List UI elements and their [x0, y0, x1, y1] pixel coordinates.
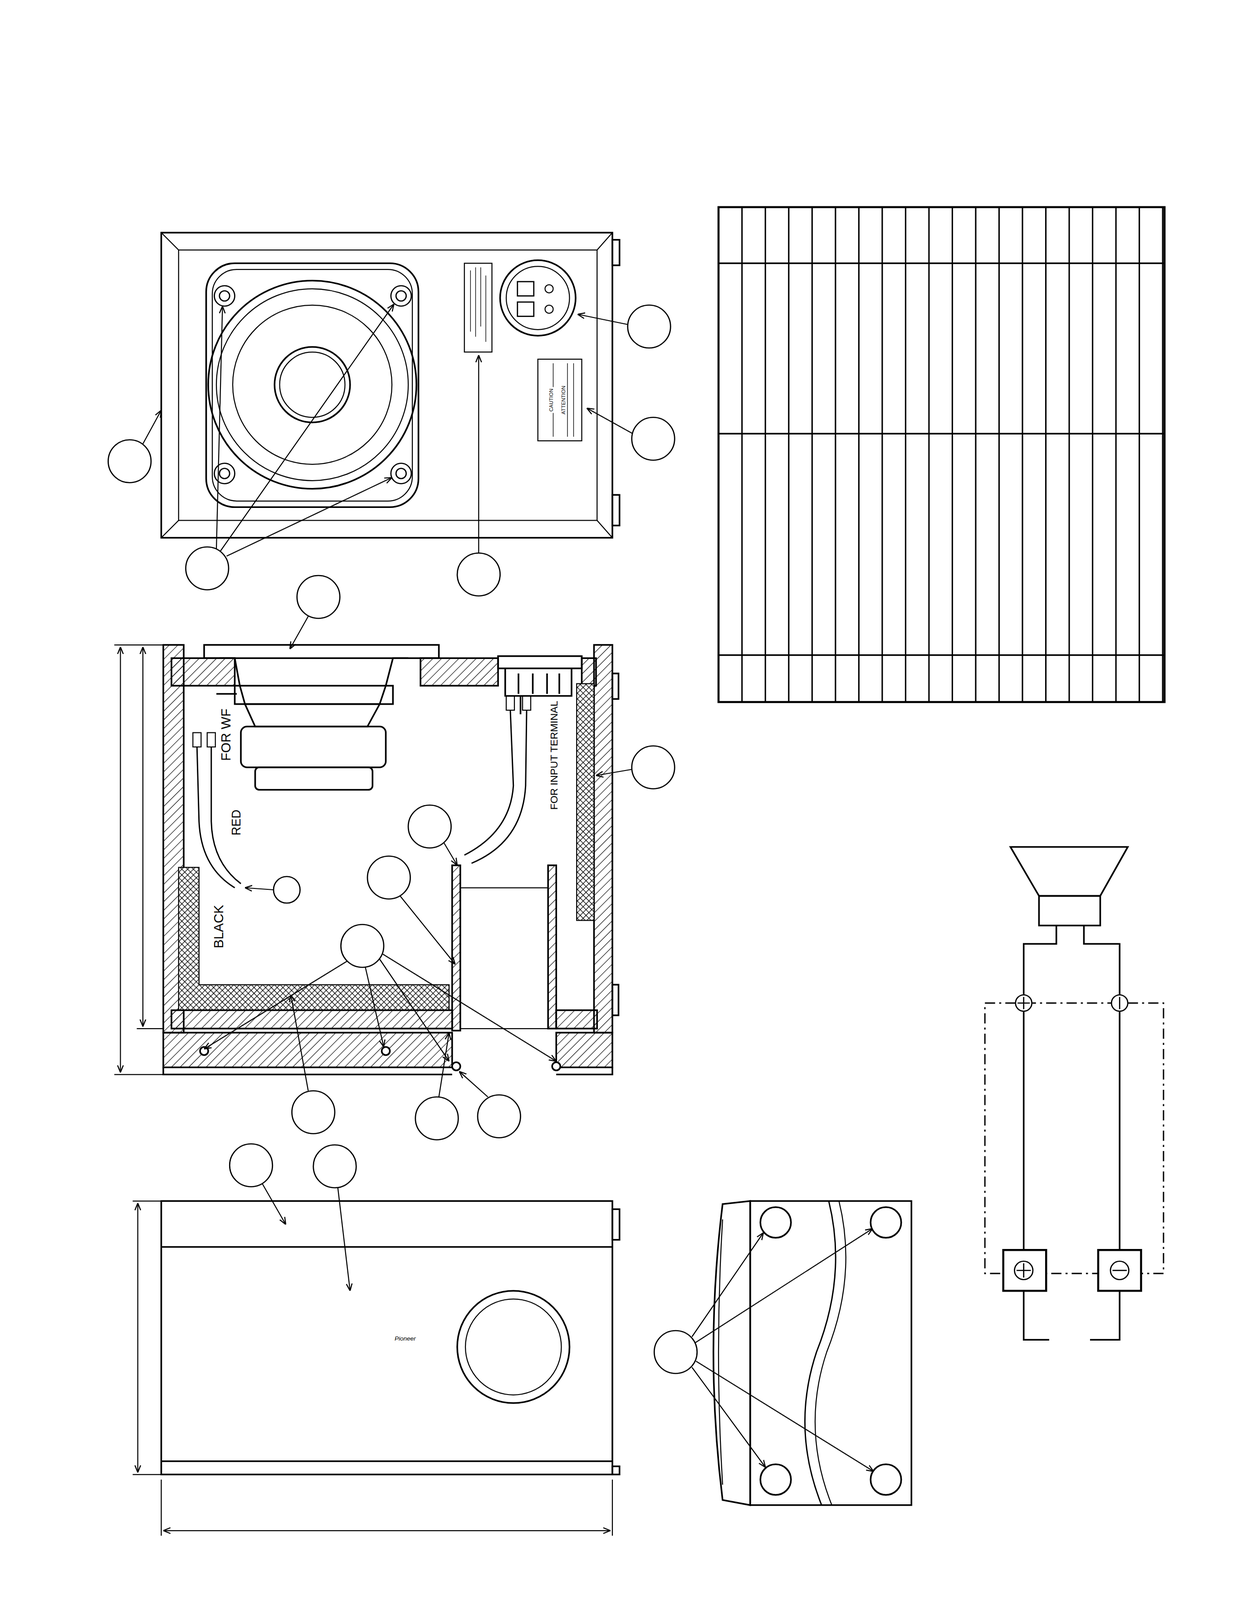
sticker-text: ATTENTION	[560, 384, 567, 416]
wire-label: FOR WF	[218, 707, 233, 763]
wire-color: BLACK	[210, 903, 226, 950]
wire-color: RED	[229, 808, 244, 837]
sticker-text: CAUTION	[548, 387, 554, 414]
brand-logo: Pioneer	[393, 1335, 418, 1343]
wire-label: FOR INPUT TERMINAL	[548, 699, 560, 812]
